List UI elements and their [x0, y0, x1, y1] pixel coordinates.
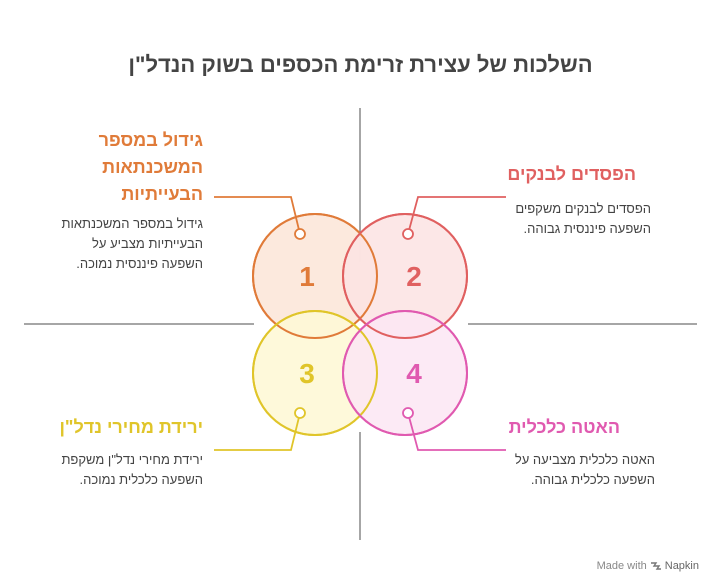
description-2: הפסדים לבנקים משקפים השפעה פיננסית גבוהה…: [451, 199, 651, 239]
heading-1: גידול במספר המשכנתאות הבעייתיות: [3, 127, 203, 208]
description-3-line: השפעה כלכלית נמוכה.: [79, 472, 203, 487]
description-2-line: הפסדים לבנקים משקפים: [515, 201, 651, 216]
circle-2-outline: [342, 213, 468, 339]
connector-1-dot: [294, 228, 306, 240]
description-4-line: השפעה כלכלית גבוהה.: [530, 472, 655, 487]
description-4-line: האטה כלכלית מצביעה על: [514, 452, 655, 467]
description-1-line: גידול במספר המשכנתאות: [61, 216, 203, 231]
connector-2: [407, 196, 506, 235]
heading-1-line: המשכנתאות: [102, 157, 203, 177]
heading-2-line: הפסדים לבנקים: [507, 164, 636, 184]
heading-4-line: האטה כלכלית: [508, 417, 620, 437]
connector-2-dot: [402, 228, 414, 240]
description-3: ירידת מחירי נדל"ן משקפת השפעה כלכלית נמו…: [3, 450, 203, 490]
heading-3: ירידת מחירי נדל"ן: [3, 414, 204, 441]
description-3-line: ירידת מחירי נדל"ן משקפת: [61, 452, 203, 467]
made-with-label: Made with: [596, 560, 647, 572]
heading-3-line: ירידת מחירי נדל"ן: [59, 417, 204, 437]
description-2-line: השפעה פיננסית גבוהה.: [523, 221, 651, 236]
connector-3: [214, 412, 301, 451]
heading-4: האטה כלכלית: [420, 414, 620, 441]
connector-3-dot: [294, 407, 306, 419]
connector-1: [214, 196, 301, 235]
circle-4-outline: [342, 310, 468, 436]
heading-1-line: גידול במספר: [98, 130, 203, 150]
circle-3-outline: [252, 310, 378, 436]
heading-1-line: הבעייתיות: [121, 184, 203, 204]
number-4: 4: [406, 358, 422, 389]
connector-4: [407, 412, 506, 451]
number-3: 3: [299, 358, 315, 389]
heading-2: הפסדים לבנקים: [436, 161, 636, 188]
number-2: 2: [406, 261, 422, 292]
circle-1-outline: [252, 213, 378, 339]
napkin-logo-icon: [650, 562, 661, 570]
connector-4-dot: [402, 407, 414, 419]
diagram-title: השלכות של עצירת זרימת הכספים בשוק הנדל"ן: [128, 52, 593, 77]
napkin-brand: Napkin: [664, 560, 699, 572]
made-with-napkin[interactable]: Made with Napkin: [597, 560, 699, 572]
description-1-line: השפעה פיננסית נמוכה.: [76, 256, 203, 271]
number-1: 1: [299, 261, 315, 292]
description-4: האטה כלכלית מצביעה על השפעה כלכלית גבוהה…: [455, 450, 655, 490]
description-1-line: הבעייתיות מצביע על: [92, 236, 203, 251]
description-1: גידול במספר המשכנתאות הבעייתיות מצביע על…: [3, 214, 203, 274]
